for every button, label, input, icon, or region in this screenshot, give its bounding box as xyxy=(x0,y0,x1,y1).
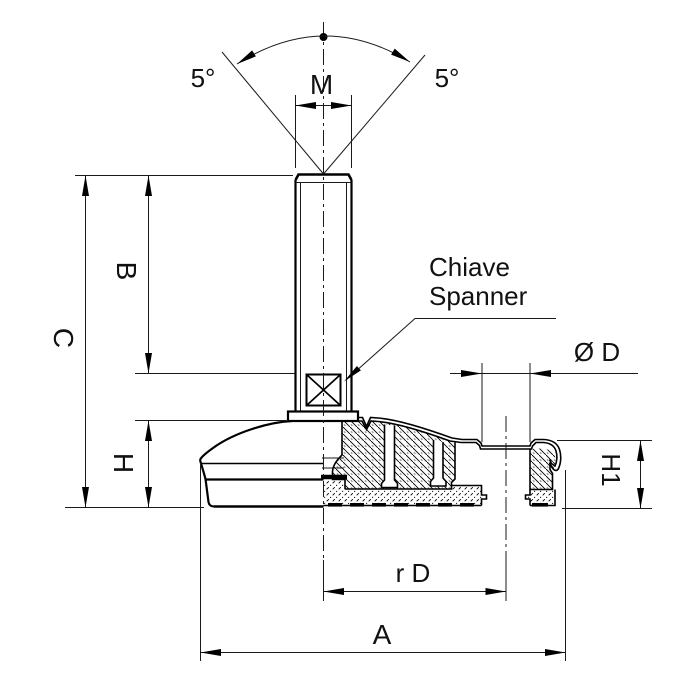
thread-stud xyxy=(294,173,353,412)
callout-spanner-line2: Spanner xyxy=(429,281,528,311)
base-rubber-pad xyxy=(323,480,555,506)
swing-line-right xyxy=(323,54,426,175)
dim-label-h: H xyxy=(108,453,139,473)
dim-label-b: B xyxy=(111,262,142,281)
leader-line xyxy=(344,318,556,382)
dimension-arrows xyxy=(82,102,644,656)
dim-label-c: C xyxy=(48,328,79,348)
dim-label-a: A xyxy=(373,619,392,650)
stud-seat-lines xyxy=(321,457,347,480)
dim-label-rd: r D xyxy=(396,558,431,588)
drawing-labels: 5° 5° M B C H H1 Ø D r D A Chiave Spanne… xyxy=(48,63,626,650)
base-dome-exterior xyxy=(198,419,324,508)
dome-shell xyxy=(358,416,562,472)
dimension-lines xyxy=(65,95,652,661)
dim-label-h1: H1 xyxy=(596,453,626,486)
dim-label-od: Ø D xyxy=(574,337,620,367)
swing-indicator xyxy=(221,33,426,175)
pad-groove-marks xyxy=(328,503,548,507)
angle-label-right: 5° xyxy=(435,63,460,93)
thread-dim-label: M xyxy=(310,69,333,100)
thread-root-lines xyxy=(300,183,347,411)
center-lines xyxy=(323,22,507,560)
swing-line-left xyxy=(221,51,324,175)
angle-label-left: 5° xyxy=(191,63,216,93)
callout-spanner-line1: Chiave xyxy=(429,252,510,282)
base-section-body xyxy=(332,421,556,490)
pivot-point-dot xyxy=(319,33,328,41)
swing-arc xyxy=(236,35,411,65)
